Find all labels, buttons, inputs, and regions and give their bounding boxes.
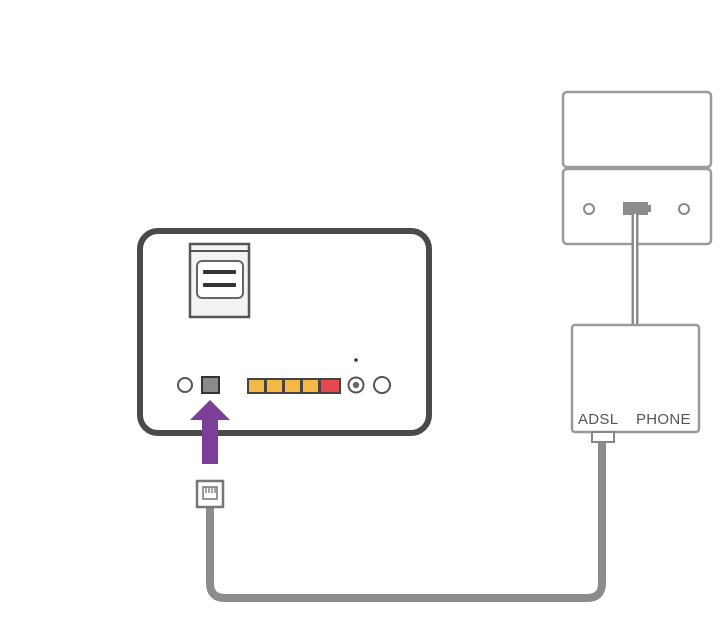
purple-arrow-up-icon — [190, 400, 230, 464]
lan-port-1[interactable] — [247, 378, 266, 394]
phone-label: PHONE — [636, 411, 691, 428]
power-socket-icon — [373, 376, 391, 394]
router-device — [137, 228, 432, 436]
sim-card-slot — [188, 242, 251, 319]
lan-port-2[interactable] — [265, 378, 284, 394]
reset-pinhole-icon — [354, 358, 358, 362]
lan-port-4[interactable] — [301, 378, 320, 394]
lan-port-3[interactable] — [283, 378, 302, 394]
rj11-plug-icon — [195, 479, 225, 509]
dsl-cable — [206, 436, 606, 602]
splitter-adsl-plug — [591, 431, 615, 443]
adsl-splitter-icon: ADSL PHONE — [570, 323, 701, 443]
adsl-label: ADSL — [578, 411, 618, 428]
wall-phone-socket-icon — [561, 90, 713, 246]
dsl-port[interactable] — [201, 376, 220, 394]
power-jack-icon — [177, 377, 193, 393]
wan-port[interactable] — [319, 378, 341, 394]
